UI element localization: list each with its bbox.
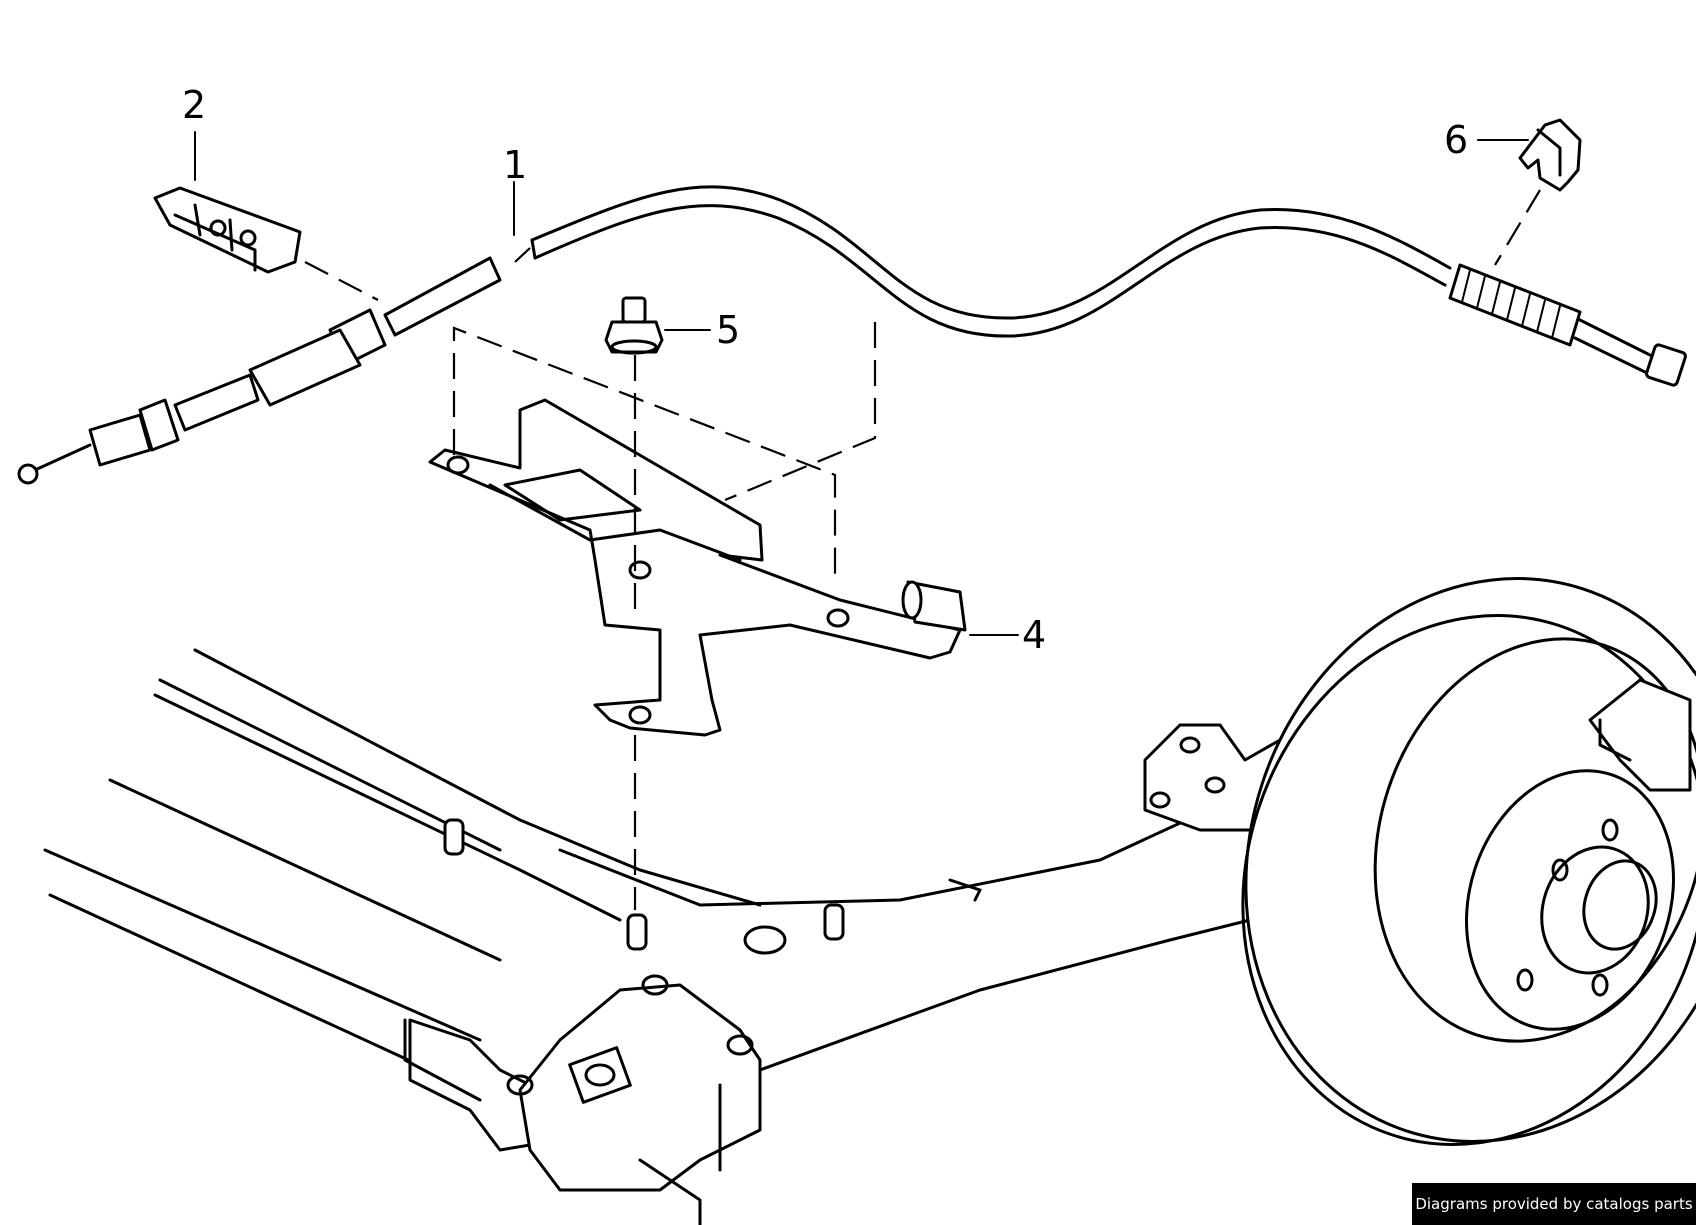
hex-nut [604,296,664,355]
beam-studs [443,818,845,951]
credit-banner: Diagrams provided by catalogs parts [1412,1183,1696,1225]
leader-lines [194,131,1529,636]
callout-5: 5 [716,308,740,352]
cable-bracket [428,398,967,737]
retaining-clip [1518,118,1582,192]
callout-4: 4 [1022,613,1046,657]
callout-2: 2 [182,83,206,127]
brake-drum [1241,577,1696,1146]
callout-1: 1 [503,143,527,187]
callout-6: 6 [1444,118,1468,162]
assembly-lines [304,189,1541,910]
rear-axle-beam [43,648,1312,1225]
handbrake-cable [17,185,1687,485]
cable-holder [153,186,302,274]
